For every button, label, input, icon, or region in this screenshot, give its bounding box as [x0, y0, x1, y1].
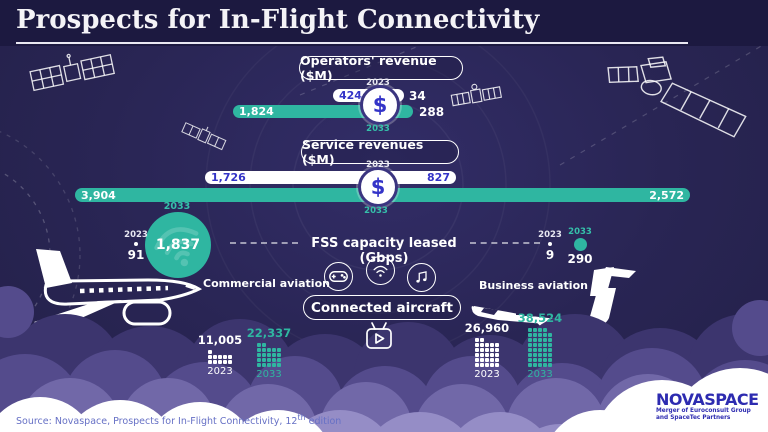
fss-2023-dot: [548, 242, 552, 246]
service-2033-left-value: 3,904: [81, 188, 116, 202]
service-revenues-label: Service revenues ($M): [301, 137, 459, 167]
satellite-icon: [607, 56, 747, 138]
operators-revenue-label: Operators' revenue ($M): [299, 53, 463, 83]
source-note: Source: Novaspace, Prospects for In-Flig…: [16, 413, 341, 427]
year-label-2023: 2023: [474, 369, 500, 380]
commercial-aviation-label: Commercial aviation: [203, 277, 330, 290]
fss-commercial-2023-value: 91: [127, 248, 145, 262]
year-label-2023: 2023: [538, 230, 562, 240]
year-label-2023: 2023: [207, 366, 233, 377]
fss-business-2033-value: 290: [567, 252, 593, 266]
operators-2033-right-value: 288: [419, 105, 445, 119]
fss-commercial-2033-value: 1,837: [155, 237, 201, 253]
year-label-2033: 2033: [366, 124, 390, 134]
operators-2023-left-value: 424: [339, 89, 362, 102]
satellite-icon: [181, 122, 227, 151]
fss-business-2023: 2023 9: [534, 230, 566, 262]
year-label-2033: 2033: [256, 369, 282, 380]
novaspace-logo: NOVASPACE Merger of Euroconsult Group an…: [656, 392, 762, 421]
title-underline: [16, 42, 688, 44]
year-label-2023: 2023: [366, 160, 390, 170]
connected-aircraft-label: Connected aircraft: [303, 295, 461, 320]
fss-2023-dot: [134, 242, 138, 246]
year-label-2033: 2033: [527, 369, 553, 380]
operators-2023-right-value: 34: [409, 89, 426, 103]
year-label-2033: 2033: [163, 201, 191, 212]
year-label-2023: 2023: [366, 78, 390, 88]
fss-commercial-2023: 2023 91: [118, 230, 154, 262]
pictogram-dots: [208, 349, 233, 364]
service-2033-right-value: 2,572: [649, 188, 684, 202]
logo-name: NOVASPACE: [656, 390, 759, 409]
fss-2033-dot: [573, 238, 587, 251]
pictogram-dots: [528, 327, 553, 367]
source-superscript: th: [297, 413, 306, 422]
dashed-connector: [230, 242, 298, 244]
year-label-2023: 2023: [124, 230, 148, 240]
source-text: Source: Novaspace, Prospects for In-Flig…: [16, 416, 298, 428]
fss-commercial-2033-bubble: 1,837: [145, 212, 211, 278]
music-icon: [407, 263, 436, 292]
wifi-icon: [366, 256, 395, 285]
operators-2033-left-value: 1,824: [239, 105, 274, 118]
year-label-2033: 2033: [364, 206, 388, 216]
fss-business-2023-value: 9: [545, 248, 555, 262]
satellite-icon: [450, 83, 503, 107]
commercial-2023-value: 11,005: [197, 333, 243, 347]
service-2023-right-value: 827: [427, 171, 450, 184]
business-2023-value: 26,960: [464, 321, 510, 335]
dashed-connector: [470, 242, 540, 244]
source-text: edition: [305, 416, 342, 428]
commercial-2033-stat: 22,337 2033: [243, 326, 295, 380]
dollar-icon: $: [358, 167, 398, 207]
gamepad-icon: [324, 262, 353, 291]
page-title: Prospects for In-Flight Connectivity: [16, 5, 540, 35]
wifi-icon: [154, 227, 199, 267]
business-aviation-label: Business aviation: [479, 279, 588, 292]
business-2033-value: 38,524: [517, 311, 563, 325]
service-2023-bar: 1,726 827: [205, 171, 456, 184]
pictogram-dots: [475, 337, 500, 367]
logo-tagline: Merger of Euroconsult Group and SpaceTec…: [656, 408, 751, 421]
satellite-icon: [29, 53, 116, 92]
business-2023-stat: 26,960 2023: [461, 321, 513, 380]
header: Prospects for In-Flight Connectivity: [0, 0, 768, 46]
commercial-2023-stat: 11,005 2023: [194, 333, 246, 377]
fss-business-2033: 2033 290: [560, 227, 600, 266]
business-2033-stat: 38,524 2033: [514, 311, 566, 380]
commercial-2033-value: 22,337: [246, 326, 292, 340]
dollar-icon: $: [360, 85, 400, 125]
tv-play-icon: [362, 321, 396, 355]
pictogram-dots: [257, 342, 282, 367]
year-label-2033: 2033: [568, 227, 592, 237]
service-2023-left-value: 1,726: [211, 171, 246, 184]
